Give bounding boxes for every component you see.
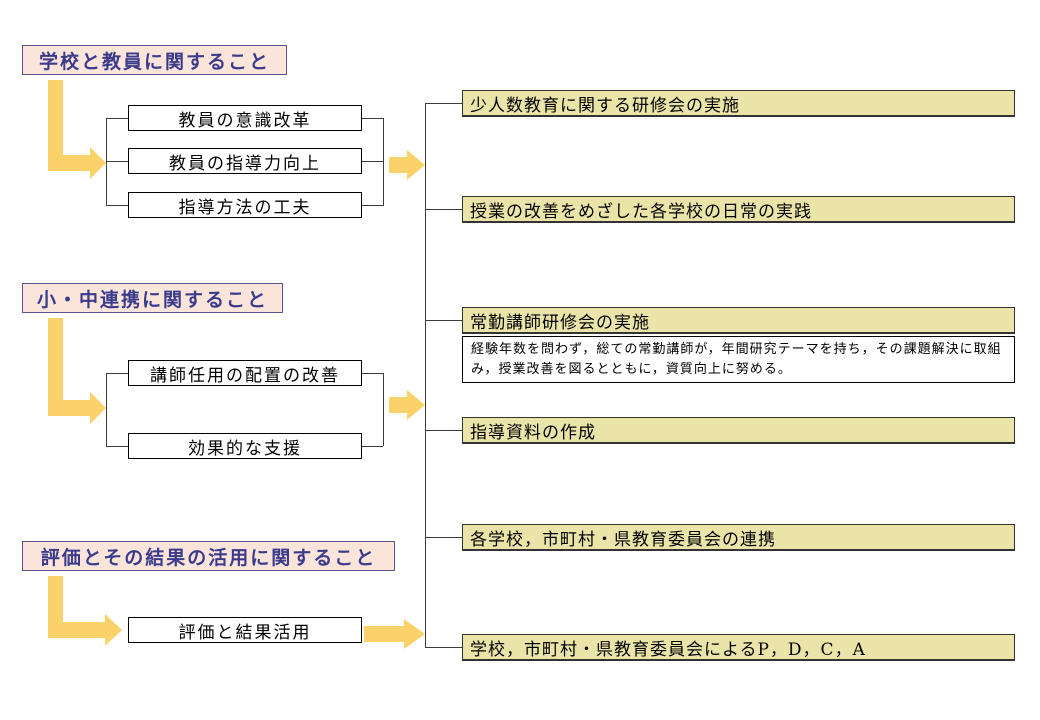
down-right-arrow-run — [48, 622, 105, 638]
down-right-arrow-head-icon — [105, 614, 122, 646]
connector-line — [362, 161, 383, 162]
connector-line — [362, 205, 383, 206]
right-arrow-body — [389, 397, 407, 413]
category-box-evaluation: 評価とその結果の活用に関すること — [22, 541, 395, 571]
bracket-line — [106, 118, 107, 206]
connector-line — [362, 118, 383, 119]
strategy-box: 評価と結果活用 — [128, 617, 362, 643]
category-box-schools-teachers: 学校と教員に関すること — [22, 45, 287, 75]
down-right-arrow-head-icon — [90, 392, 106, 424]
strategy-box: 効果的な支援 — [128, 433, 362, 459]
connector-line — [106, 205, 128, 206]
connector-line — [425, 537, 462, 538]
measure-bar: 指導資料の作成 — [462, 417, 1015, 444]
measure-note: 経験年数を問わず，総ての常勤講師が，年間研究テーマを持ち，その課題解決に取組み，… — [462, 336, 1015, 383]
strategy-box: 教員の指導力向上 — [128, 148, 362, 174]
right-arrow-head-icon — [407, 150, 425, 180]
strategy-box: 教員の意識改革 — [128, 105, 362, 131]
connector-line — [106, 161, 128, 162]
down-right-arrow-head-icon — [90, 147, 106, 179]
connector-line — [106, 118, 128, 119]
bracket-line — [383, 373, 384, 446]
connector-line — [362, 446, 383, 447]
strategy-box: 講師任用の配置の改善 — [128, 360, 362, 386]
down-right-arrow-stem — [48, 318, 63, 416]
strategy-box: 指導方法の工夫 — [128, 192, 362, 218]
connector-line — [425, 647, 462, 648]
connector-line — [362, 373, 383, 374]
measure-bar: 各学校，市町村・県教育委員会の連携 — [462, 524, 1015, 551]
category-box-cooperation: 小・中連携に関すること — [22, 283, 283, 313]
right-arrow-head-icon — [404, 619, 425, 649]
down-right-arrow-run — [48, 400, 90, 416]
connector-line — [106, 446, 128, 447]
measure-bar: 授業の改善をめざした各学校の日常の実践 — [462, 196, 1015, 223]
down-right-arrow-stem — [48, 80, 63, 171]
measure-bar: 少人数教育に関する研修会の実施 — [462, 90, 1015, 117]
right-arrow-body — [389, 157, 407, 173]
connector-line — [425, 430, 462, 431]
down-right-arrow-run — [48, 155, 90, 171]
connector-line — [425, 320, 462, 321]
spine-line — [425, 103, 426, 648]
connector-line — [425, 209, 462, 210]
connector-line — [425, 103, 462, 104]
connector-line — [106, 373, 128, 374]
right-arrow-body — [364, 626, 404, 642]
measure-bar: 常勤講師研修会の実施 — [462, 307, 1015, 334]
bracket-line — [106, 373, 107, 446]
measure-bar: 学校，市町村・県教育委員会によるP，D，C，A — [462, 634, 1015, 661]
right-arrow-head-icon — [407, 390, 425, 420]
bracket-line — [383, 118, 384, 206]
